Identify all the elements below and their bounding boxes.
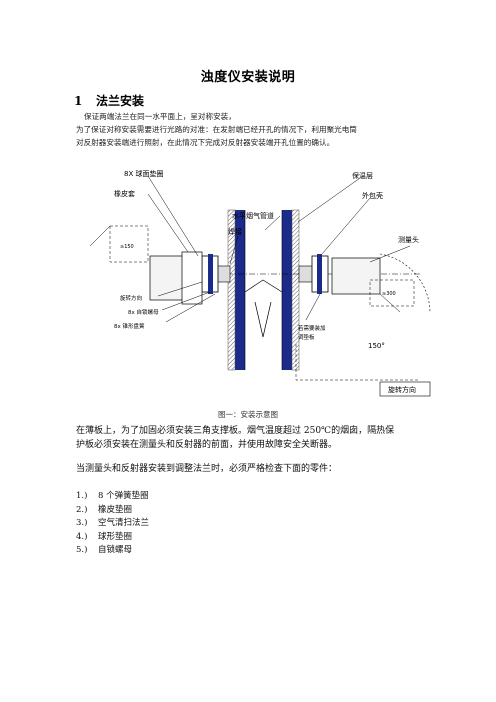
label-flue-duct: 水平烟气管道 [232, 211, 274, 220]
dimension-left-label: ≥150 [120, 244, 134, 250]
paragraph-line: 护板必须安装在测量头和反射器的前面，并使用故障安全关断器。 [76, 440, 338, 450]
right-flange-blue [317, 254, 322, 294]
rotation-direction-box [379, 381, 431, 397]
label-pad-note-1: 若需要装加 [298, 324, 326, 332]
rotation-direction-bottom [295, 344, 420, 381]
list-item: 5.) 自锁螺母 [76, 544, 149, 558]
list-text: 8 个弹簧垫圈 [98, 491, 149, 501]
parts-list: 1.) 8 个弹簧垫圈 2.) 橡皮垫圈 3.) 空气清扫法兰 4.) 球形垫圈 5.)… [76, 490, 149, 558]
list-item: 3.) 空气清扫法兰 [76, 517, 149, 531]
list-text: 橡皮垫圈 [98, 504, 133, 515]
paragraph-2: 当测量头和反射器安装到调整法兰时，必须严格检查下面的零件： [76, 462, 436, 476]
intro-line: 保证两端法兰在同一水平面上，呈对称安装， [84, 112, 236, 121]
label-gasket-8x: 8X 球面垫圈 [124, 169, 163, 178]
section-number: 1 [74, 94, 83, 108]
list-item: 2.) 橡皮垫圈 [76, 504, 149, 518]
list-item: 4.) 球形垫圈 [76, 531, 149, 545]
paragraph-line: 在薄板上，为了加固必须安装三角支撑板。烟气温度超过 250℃的烟囱，隔热保 [76, 426, 395, 436]
left-flange-blue [208, 254, 213, 294]
dimension-bracket-left [109, 225, 149, 263]
label-weld: 焊接 [228, 227, 242, 236]
label-outer-shell: 外包壳 [362, 191, 383, 200]
paragraph-1: 在薄板上，为了加固必须安装三角支撑板。烟气温度超过 250℃的烟囱，隔热保 护板… [76, 424, 436, 452]
label-angle: 150° [368, 342, 385, 350]
intro-line: 为了保证对称安装需要进行光路的对准：在发射端已经开孔的情况下，利用聚光电筒 [76, 125, 357, 134]
duct-wall-right [282, 210, 292, 370]
intro-text: 保证两端法兰在同一水平面上，呈对称安装， 为了保证对称安装需要进行光路的对准：在… [76, 110, 424, 149]
duct-insulation-right [291, 209, 300, 371]
label-rotate-dir-left: 旋转方向 [120, 294, 142, 302]
intro-line: 对反射器安装端进行照射，在此情况下完成对反射器安装端开孔位置的确认。 [76, 138, 335, 147]
list-number: 2.) [76, 504, 88, 515]
paragraph-line: 当测量头和反射器安装到调整法兰时，必须严格检查下面的零件： [76, 464, 338, 474]
list-number: 4.) [76, 531, 88, 542]
list-number: 1.) [76, 491, 88, 501]
list-number: 3.) [76, 518, 88, 528]
dimension-box-right [369, 279, 415, 307]
rotation-arc [379, 253, 431, 313]
section-title: 法兰安装 [96, 94, 145, 108]
left-device-cap [181, 251, 203, 305]
section-heading: 1 法兰安装 [74, 92, 144, 109]
list-item: 1.) 8 个弹簧垫圈 [76, 490, 149, 504]
list-text: 球形垫圈 [98, 531, 133, 542]
list-text: 自锁螺母 [98, 545, 133, 555]
list-number: 5.) [76, 545, 88, 555]
duct-wall-left [235, 210, 245, 370]
document-title: 浊度仪安装说明 [200, 70, 296, 85]
installation-diagram: ≥150 ≥300 8X 球面垫圈 橡皮套 焊接 水平烟气管道 保温层 外包壳 … [89, 169, 431, 397]
label-rubber-sleeve: 橡皮套 [114, 189, 135, 198]
figure-caption: 图一：安装示意图 [218, 410, 278, 419]
label-pad-note-2: 调垫板 [298, 333, 315, 341]
duct-insulation-left [227, 209, 236, 371]
label-measure-head: 测量头 [398, 235, 419, 244]
label-rotate-dir-bottom: 旋转方向 [388, 385, 416, 394]
dimension-right-label: ≥300 [382, 291, 396, 297]
label-insulation: 保温层 [352, 171, 373, 180]
label-cone-washer-8x: 8x 锥形盘簧 [114, 322, 145, 330]
measure-head-body [331, 257, 381, 295]
list-text: 空气清扫法兰 [98, 518, 150, 528]
label-lock-nut-8x: 8x 自锁螺母 [128, 308, 159, 316]
duct-cone [244, 279, 283, 338]
